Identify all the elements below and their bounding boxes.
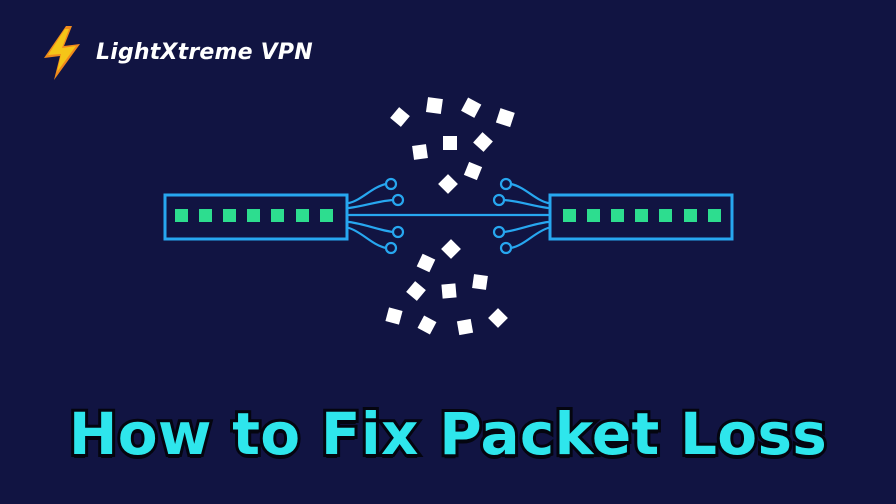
lightning-bolt-icon [44, 26, 80, 80]
packets-bottom [385, 239, 508, 336]
right-cable [548, 193, 734, 241]
brand-logo: LightXtreme VPN [40, 24, 313, 82]
page-title: How to Fix Packet Loss [66, 397, 830, 471]
wire-ends [384, 177, 513, 255]
brand-name: LightXtreme VPN [96, 40, 313, 65]
wire-strands [347, 182, 550, 250]
left-cable-leds [175, 209, 333, 222]
right-cable-leds [563, 209, 721, 222]
left-cable [163, 193, 349, 241]
packets-top [390, 97, 515, 194]
